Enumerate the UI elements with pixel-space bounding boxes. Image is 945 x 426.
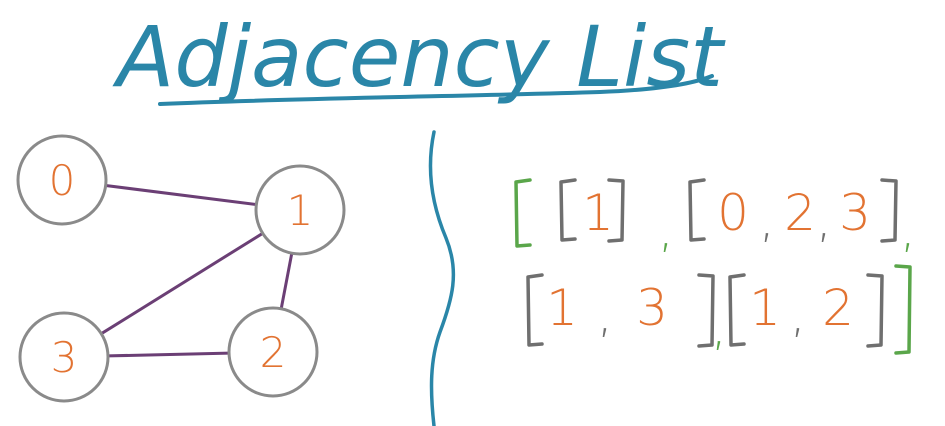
neighbor-1-2: 3 (839, 184, 871, 242)
graph-nodes: 0 1 2 3 (16, 134, 346, 403)
outer-comma-0: , (658, 200, 674, 258)
outer-comma-2: , (711, 298, 727, 356)
node-label: 0 (49, 156, 76, 205)
sublist-3-comma-0: , (790, 285, 806, 343)
sublist-2-comma-0: , (597, 285, 613, 343)
sublist-0-close-bracket (607, 178, 625, 243)
node-circle (16, 134, 108, 226)
neighbor-2-0: 1 (546, 279, 578, 337)
neighbor-3-0: 1 (749, 279, 781, 337)
outer-open-bracket (514, 178, 532, 248)
sublist-2-close-bracket (697, 273, 715, 348)
section-divider (428, 130, 456, 426)
node-circle (254, 164, 346, 256)
graph-node-3: 3 (18, 311, 110, 403)
node-circle (18, 311, 110, 403)
edge-1-2 (279, 251, 294, 311)
outer-comma-1: , (900, 200, 916, 258)
graph-edges (99, 184, 294, 358)
graph-node-2: 2 (227, 306, 319, 398)
sublist-1-comma-1: , (816, 190, 832, 248)
node-circle (227, 306, 319, 398)
node-label: 2 (260, 328, 287, 377)
sublist-3-open-bracket (728, 273, 746, 347)
sublist-1-close-bracket (880, 178, 898, 243)
graph-node-1: 1 (254, 164, 346, 256)
sublist-1-open-bracket (688, 178, 706, 242)
neighbor-0-0: 1 (582, 184, 614, 242)
neighbor-1-1: 2 (784, 184, 816, 242)
sublist-3-close-bracket (866, 273, 884, 348)
edge-0-1 (104, 184, 258, 206)
edge-3-2 (106, 351, 231, 358)
sublist-2-open-bracket (526, 273, 544, 347)
graph-node-0: 0 (16, 134, 108, 226)
outer-close-bracket (894, 264, 912, 355)
sublist-0-open-bracket (559, 178, 577, 242)
title-underline (158, 74, 714, 106)
edge-1-3 (99, 231, 265, 336)
neighbor-1-0: 0 (717, 184, 749, 242)
neighbor-3-1: 2 (822, 279, 854, 337)
neighbor-2-1: 3 (636, 279, 668, 337)
sublist-1-comma-0: , (759, 190, 775, 248)
node-label: 1 (287, 186, 314, 235)
node-label: 3 (51, 333, 78, 382)
